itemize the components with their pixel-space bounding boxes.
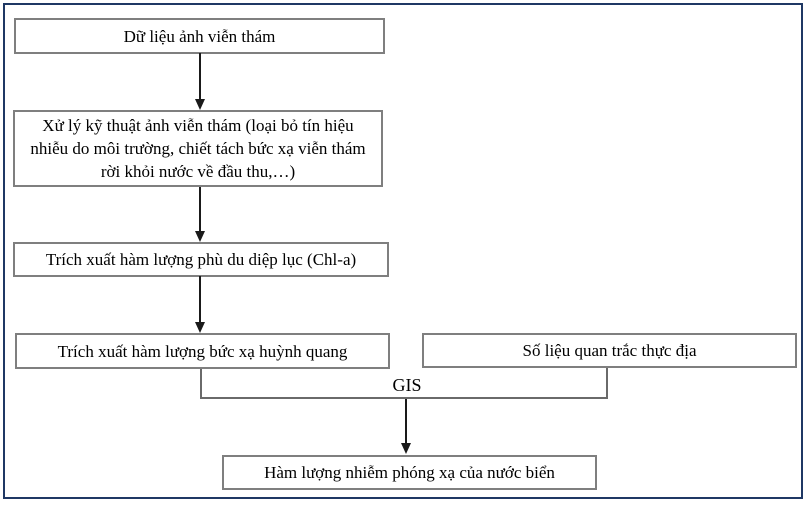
arrow-line-processing-to-chl	[199, 187, 201, 233]
node-radioactivity-result: Hàm lượng nhiễm phóng xạ của nước biển	[222, 455, 597, 490]
arrow-line-data-to-processing	[199, 53, 201, 101]
node-label: Số liệu quan trắc thực địa	[522, 341, 697, 360]
arrow-down-icon	[195, 231, 205, 242]
node-image-processing: Xử lý kỹ thuật ảnh viễn thám (loại bỏ tí…	[13, 110, 383, 187]
arrow-down-icon	[401, 443, 411, 454]
arrow-line-gis-to-result	[405, 399, 407, 445]
node-label: Xử lý kỹ thuật ảnh viễn thám (loại bỏ tí…	[30, 116, 366, 181]
node-label: Trích xuất hàm lượng bức xạ huỳnh quang	[57, 341, 348, 361]
node-label: Dữ liệu ảnh viễn thám	[123, 26, 276, 46]
node-fluorescence-extraction: Trích xuất hàm lượng bức xạ huỳnh quang	[15, 333, 390, 369]
node-label: Hàm lượng nhiễm phóng xạ của nước biển	[264, 463, 555, 482]
node-remote-sensing-data: Dữ liệu ảnh viễn thám	[14, 18, 385, 54]
node-label: Trích xuất hàm lượng phù du diệp lục (Ch…	[45, 250, 357, 269]
arrow-down-icon	[195, 322, 205, 333]
node-chlorophyll-extraction: Trích xuất hàm lượng phù du diệp lục (Ch…	[13, 242, 389, 277]
bracket-drop-right	[606, 368, 608, 399]
node-field-observation-data: Số liệu quan trắc thực địa	[422, 333, 797, 368]
arrow-down-icon	[195, 99, 205, 110]
bracket-drop-left	[200, 369, 202, 399]
gis-edge-label: GIS	[392, 375, 422, 395]
arrow-line-chl-to-fluorescence	[199, 276, 201, 324]
bracket-horizontal-line	[200, 397, 608, 399]
outer-frame	[3, 3, 803, 499]
